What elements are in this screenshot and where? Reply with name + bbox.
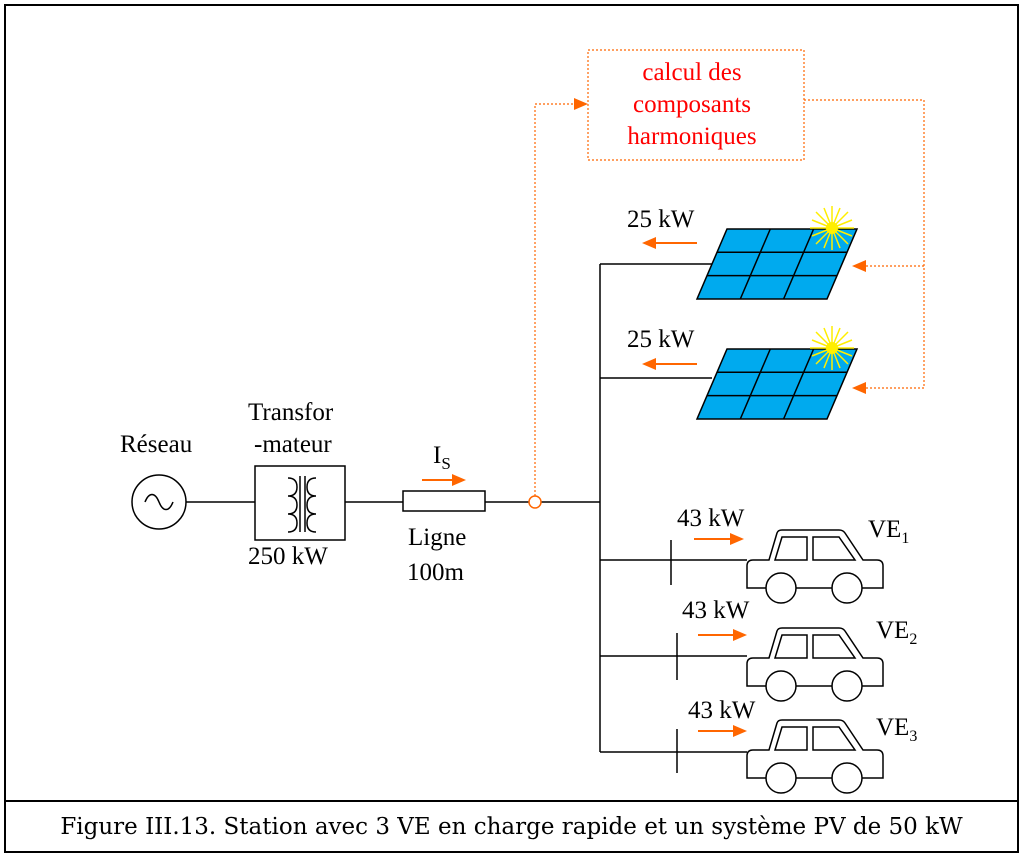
ev-2-power: 43 kW (682, 597, 750, 624)
control-signal-line (804, 99, 925, 389)
car-icon (746, 719, 884, 794)
grid-label: Réseau (120, 431, 193, 458)
figure-caption: Figure III.13. Station avec 3 VE en char… (60, 814, 963, 840)
sun-icon (809, 325, 855, 371)
pv-panel-1: 25 kW (600, 205, 858, 300)
harmonics-line1: calcul des (642, 59, 741, 86)
ev-2: 43 kW VE2 (600, 597, 917, 702)
harmonics-calculator: calcul des composants harmoniques (587, 49, 805, 161)
car-icon (746, 529, 884, 604)
transformer-label-line2: -mateur (254, 431, 332, 458)
measurement-signal-line (534, 103, 574, 496)
ev-2-label: VE2 (876, 617, 917, 648)
ev-1: 43 kW VE1 (600, 505, 909, 604)
car-icon (746, 627, 884, 702)
line-impedance (402, 490, 486, 512)
solar-panel-icon (696, 228, 858, 300)
harmonics-box (587, 49, 805, 161)
figure-frame (4, 4, 1019, 853)
harmonics-line3: harmoniques (627, 123, 756, 150)
ev-3-label: VE3 (876, 714, 917, 745)
transformer-rating: 250 kW (248, 543, 328, 570)
caption-divider (4, 800, 1019, 802)
current-label: IS (433, 442, 451, 473)
harmonics-line2: composants (633, 91, 751, 118)
pv-panel-2: 25 kW (600, 325, 858, 420)
circuit-diagram: Réseau Transfor -mateur 250 kW IS Ligne … (120, 49, 925, 794)
transformer-label-line1: Transfor (248, 399, 334, 426)
solar-panel-icon (696, 348, 858, 420)
transformer: Transfor -mateur 250 kW (248, 399, 346, 570)
line-label-line1: Ligne (408, 524, 466, 551)
line-100m: IS Ligne 100m (402, 442, 486, 586)
grid-source: Réseau (120, 431, 193, 530)
pv-1-power: 25 kW (627, 206, 695, 233)
ev-3-power: 43 kW (688, 697, 756, 724)
sun-icon (809, 205, 855, 251)
measurement-point (528, 495, 542, 509)
transformer-coil-icon (287, 477, 298, 533)
line-label-line2: 100m (407, 559, 465, 586)
ev-3: 43 kW VE3 (600, 697, 917, 794)
pv-2-power: 25 kW (627, 326, 695, 353)
ev-1-label: VE1 (868, 516, 909, 547)
ev-1-power: 43 kW (677, 505, 745, 532)
